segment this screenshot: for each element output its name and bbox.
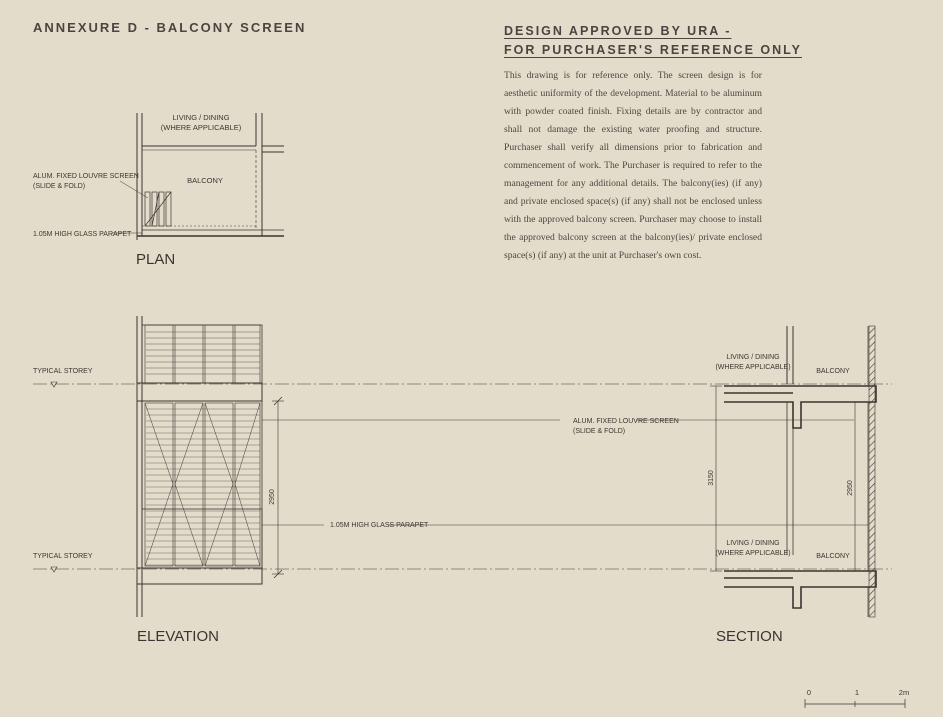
datum-lower-marker (50, 566, 58, 573)
storey-upper-label: TYPICAL STOREY (33, 368, 93, 375)
plan-parapet-label: 1.05M HIGH GLASS PARAPET (33, 231, 132, 238)
elevation-parapet-label: 1.05M HIGH GLASS PARAPET (330, 522, 429, 529)
section-louvre-hatch (868, 325, 876, 618)
approval-notice-title: DESIGN APPROVED BY URA - FOR PURCHASER'S… (504, 22, 802, 60)
elevation-main-louvre-slats (146, 408, 260, 566)
elevation-main-screen-frame (141, 400, 263, 569)
section-room-upper-1: LIVING / DINING (726, 354, 779, 361)
approval-notice-line-1: DESIGN APPROVED BY URA - (504, 24, 732, 38)
plan-louvre-label-2: (SLIDE & FOLD) (33, 183, 85, 190)
storey-lower-label: TYPICAL STOREY (33, 553, 93, 560)
elevation-main-louvre-panels (144, 402, 261, 567)
section-view (710, 326, 877, 617)
section-room-upper-2: (WHERE APPLICABLE) (715, 364, 790, 371)
datum-upper-marker (50, 381, 58, 388)
approval-notice-line-2: FOR PURCHASER'S REFERENCE ONLY (504, 43, 802, 57)
plan-balcony-label: BALCONY (187, 176, 223, 185)
section-dim-3150-text: 3150 (708, 470, 715, 486)
elevation-upper-louvre-panels (144, 324, 261, 384)
scale-tick-1: 1 (855, 688, 859, 697)
notice-body-text: This drawing is for reference only. The … (504, 70, 762, 261)
plan-folded-louvre-panels (144, 191, 172, 227)
plan-heading: PLAN (136, 251, 175, 268)
section-balcony-upper: BALCONY (816, 368, 850, 375)
elevation-fold-indicators (144, 402, 261, 567)
section-lower-slab (724, 570, 877, 609)
plan-louvre-leader (119, 180, 149, 199)
plan-view (112, 113, 284, 240)
section-heading: SECTION (716, 628, 783, 645)
scale-tick-0: 0 (807, 688, 811, 697)
scale-bar (804, 699, 906, 708)
section-room-lower-1: LIVING / DINING (726, 540, 779, 547)
elevation-view (136, 316, 284, 617)
elevation-louvre-label-1: ALUM. FIXED LOUVRE SCREEN (573, 418, 679, 425)
elevation-upper-screen-frame (141, 324, 263, 384)
elevation-upper-slab (136, 382, 263, 402)
plan-room-label-1: LIVING / DINING (172, 113, 229, 122)
section-dim-2950-text: 2950 (847, 480, 854, 496)
elevation-louvre-label-2: (SLIDE & FOLD) (573, 428, 625, 435)
sheet-title: ANNEXURE D - BALCONY SCREEN (33, 20, 307, 35)
elevation-lower-slab (136, 567, 263, 585)
datum-lines (33, 381, 892, 573)
elevation-upper-louvre-slats (146, 331, 260, 375)
elevation-heading: ELEVATION (137, 628, 219, 645)
section-upper-slab (724, 385, 877, 429)
elevation-dim-text: 2950 (269, 489, 276, 505)
plan-room-label-2: (WHERE APPLICABLE) (161, 123, 242, 132)
plan-louvre-label-1: ALUM. FIXED LOUVRE SCREEN (33, 173, 139, 180)
section-balcony-lower: BALCONY (816, 553, 850, 560)
section-room-lower-2: (WHERE APPLICABLE) (715, 550, 790, 557)
scale-tick-2: 2m (899, 688, 909, 697)
